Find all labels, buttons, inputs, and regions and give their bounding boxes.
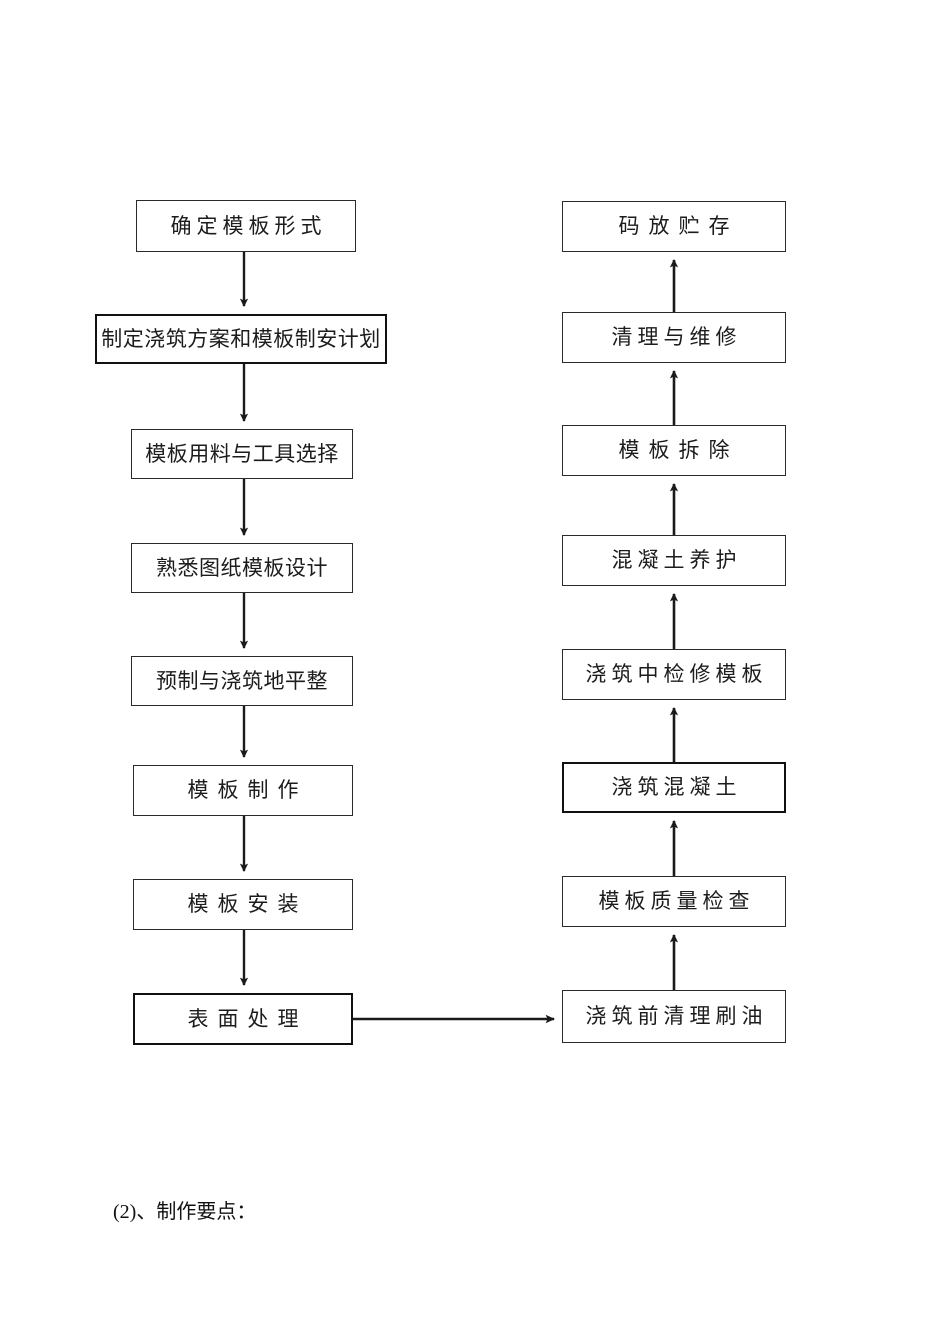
node-formwork-fabrication[interactable]: 模板制作 — [133, 765, 353, 816]
node-surface-treatment[interactable]: 表面处理 — [133, 993, 353, 1045]
node-label: 模板质量检查 — [598, 889, 755, 913]
node-study-drawings-design[interactable]: 熟悉图纸模板设计 — [131, 543, 353, 593]
node-concrete-curing[interactable]: 混凝土养护 — [562, 535, 786, 586]
node-formwork-removal[interactable]: 模板拆除 — [562, 425, 786, 476]
section-caption: (2)、制作要点： — [113, 1201, 257, 1223]
node-label: 模板安装 — [187, 892, 308, 916]
node-casting-plan[interactable]: 制定浇筑方案和模板制安计划 — [95, 314, 387, 364]
node-inspect-formwork-during-casting[interactable]: 浇筑中检修模板 — [562, 649, 786, 700]
node-pre-casting-clean-oil[interactable]: 浇筑前清理刷油 — [562, 990, 786, 1043]
node-label: 混凝土养护 — [611, 548, 742, 572]
node-label: 制定浇筑方案和模板制安计划 — [101, 326, 381, 351]
node-label: 浇筑中检修模板 — [585, 662, 768, 686]
node-label: 码放贮存 — [618, 214, 739, 238]
node-label: 预制与浇筑地平整 — [156, 668, 328, 693]
node-stacking-storage[interactable]: 码放贮存 — [562, 201, 786, 252]
node-prefab-ground-leveling[interactable]: 预制与浇筑地平整 — [131, 656, 353, 706]
node-label: 清理与维修 — [611, 325, 742, 349]
node-label: 浇筑混凝土 — [611, 775, 742, 799]
node-label: 模板拆除 — [618, 438, 739, 462]
node-cleaning-maintenance[interactable]: 清理与维修 — [562, 312, 786, 363]
node-pour-concrete[interactable]: 浇筑混凝土 — [562, 762, 786, 813]
node-label: 确定模板形式 — [170, 213, 327, 238]
node-formwork-quality-check[interactable]: 模板质量检查 — [562, 876, 786, 927]
node-formwork-installation[interactable]: 模板安装 — [133, 879, 353, 930]
node-label: 表面处理 — [187, 1006, 308, 1031]
node-label: 熟悉图纸模板设计 — [156, 555, 328, 580]
node-material-tool-selection[interactable]: 模板用料与工具选择 — [131, 429, 353, 479]
node-label: 模板用料与工具选择 — [145, 441, 339, 466]
node-label: 模板制作 — [187, 778, 308, 802]
node-determine-formwork-type[interactable]: 确定模板形式 — [136, 200, 356, 252]
node-label: 浇筑前清理刷油 — [585, 1004, 768, 1028]
